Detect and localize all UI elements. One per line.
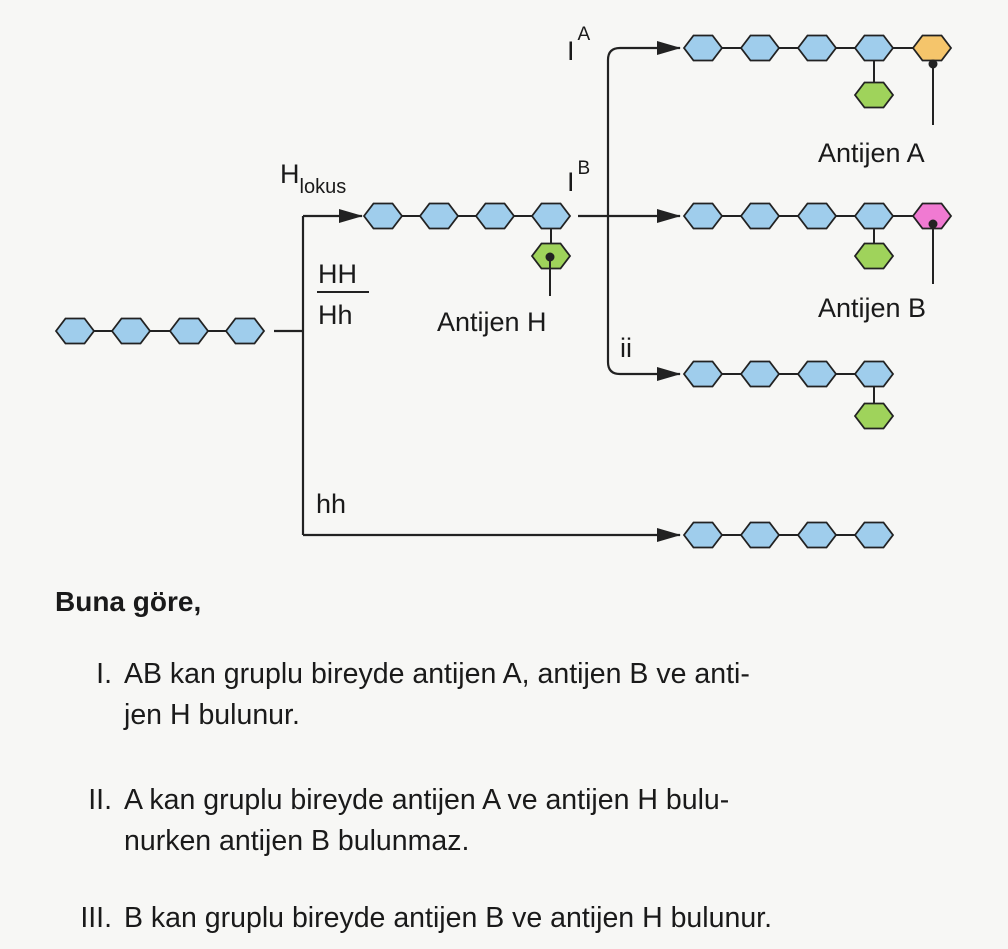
allele-ii-label: ii [620,333,632,363]
precursor-chain-sugar-hexagon [224,317,266,345]
h-antigen-chain-sugar-hexagon [362,202,404,230]
genotype-hh-dominant: HH [318,259,357,289]
h-locus-label: Hlokus [280,159,346,198]
antigen-pointers [545,59,938,296]
statement-1-text: AB kan gruplu bireyde antijen A, antijen… [124,654,969,736]
h-locus-main: H [280,159,300,189]
a-antigen-chain-sugar-hexagon [682,34,724,62]
question-prompt: Buna göre, [55,586,202,617]
antigen-h-pointer-dot [545,252,555,262]
b-antigen-chain-sugar-hexagon [739,202,781,230]
statement-2-number: II. [88,784,112,816]
statement-2-line-1: A kan gruplu bireyde antijen A ve antije… [124,784,730,816]
genotype-hh-heterozygous: Hh [318,300,353,330]
allele-ia-superscript: A [578,24,591,45]
o-chain-sugar-hexagon [682,360,724,388]
antigen-b-pointer-dot [928,219,938,229]
o-chain-antigen-h-hexagon [853,402,895,430]
a-antigen-chain-sugar-hexagon [796,34,838,62]
statement-3-line-1: B kan gruplu bireyde antijen B ve antije… [124,902,772,934]
statement-1-line-2: jen H bulunur. [124,699,300,731]
antigen-a-pointer-dot [928,59,938,69]
allele-ia-base: I [567,36,575,66]
h-antigen-chain-sugar-hexagon [530,202,572,230]
antigen-b-hexagon [911,202,953,230]
statement-1-number: I. [96,658,112,690]
antigen-b-label: Antijen B [818,293,926,323]
allele-vertical-branch [606,46,621,376]
precursor-chain-sugar-hexagon [54,317,96,345]
bombay-chain-sugar-hexagon [739,521,781,549]
o-chain-sugar-hexagon [796,360,838,388]
allele-ib-base: I [567,167,575,197]
statement-2-line-2: nurken antijen B bulunmaz. [124,825,470,857]
bombay-chain-sugar-hexagon [796,521,838,549]
antigen-a-label: Antijen A [818,138,925,168]
a-antigen-chain-antigen-h-hexagon [853,81,895,109]
precursor-chain-sugar-hexagon [110,317,152,345]
statement-1-line-1: AB kan gruplu bireyde antijen A, antijen… [124,658,750,690]
b-antigen-chain-sugar-hexagon [682,202,724,230]
statement-2-text: A kan gruplu bireyde antijen A ve antije… [124,780,969,862]
a-antigen-chain-sugar-hexagon [853,34,895,62]
sugar-chains [54,34,953,549]
bombay-chain-sugar-hexagon [682,521,724,549]
h-antigen-chain-sugar-hexagon [474,202,516,230]
h-locus-subscript: lokus [300,176,347,198]
b-antigen-chain-sugar-hexagon [796,202,838,230]
pathway-lines [274,41,681,542]
antigen-h-label: Antijen H [437,307,547,337]
genotype-hh-recessive: hh [316,489,346,519]
allele-ia-label: IA [567,24,591,66]
a-antigen-chain-sugar-hexagon [739,34,781,62]
antigen-a-hexagon [911,34,953,62]
b-antigen-chain-sugar-hexagon [853,202,895,230]
o-chain-sugar-hexagon [853,360,895,388]
precursor-chain-sugar-hexagon [168,317,210,345]
bombay-chain-sugar-hexagon [853,521,895,549]
allele-ib-superscript: B [578,158,591,179]
o-chain-sugar-hexagon [739,360,781,388]
h-antigen-chain-sugar-hexagon [418,202,460,230]
b-antigen-chain-antigen-h-hexagon [853,242,895,270]
statement-3-text: B kan gruplu bireyde antijen B ve antije… [124,898,969,939]
statement-3-number: III. [80,902,112,934]
